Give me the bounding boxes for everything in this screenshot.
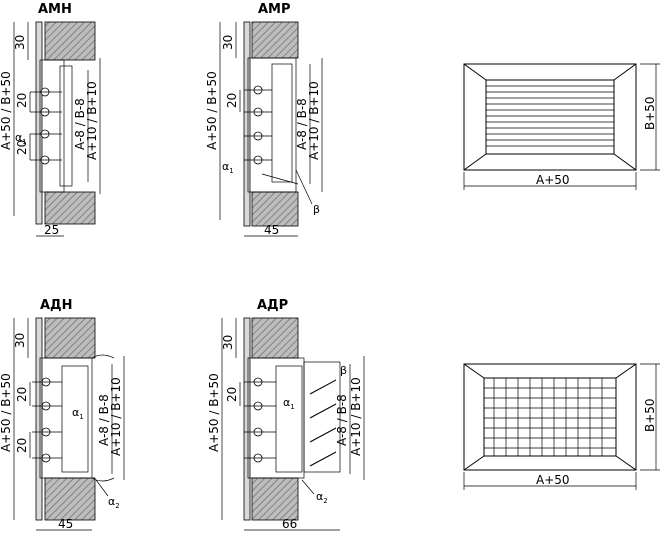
damper-plate — [271, 63, 293, 183]
blades — [244, 377, 276, 463]
wall-bottom — [44, 191, 96, 225]
dim-30: 30 — [13, 333, 27, 348]
frame-body — [39, 357, 93, 479]
dim-inner: A-8 / B-8 — [295, 98, 309, 150]
frame-flange — [35, 21, 43, 225]
wall-top — [251, 21, 299, 59]
title-amr: АМР — [258, 2, 291, 17]
beta-label: β — [340, 364, 347, 377]
dim-20b: 20 — [15, 438, 29, 453]
dim-inner: A-8 / B-8 — [335, 394, 349, 446]
dim-45: 45 — [58, 517, 73, 531]
inner-frame — [483, 377, 617, 457]
damper-plate — [275, 365, 303, 473]
damper-plate — [61, 365, 89, 473]
dim-20: 20 — [225, 387, 239, 402]
section-amr: АМР 30 A+50 / B+50 20 A-8 / B-8 A+10 / B… — [205, 2, 323, 237]
dim-mid: A+10 / B+10 — [349, 377, 363, 456]
alpha1-label: α1 — [283, 396, 295, 411]
damper-plate — [59, 65, 73, 187]
horizontal-slats — [486, 85, 614, 147]
dim-66: 66 — [282, 517, 297, 531]
alpha2-label: α2 — [316, 490, 328, 505]
frame-flange — [243, 317, 251, 521]
dim-b50: B+50 — [643, 398, 657, 432]
inner-frame — [485, 79, 615, 155]
dim-outer: A+50 / B+50 — [0, 373, 13, 452]
wall-top — [251, 317, 299, 359]
section-adn: АДН 30 A+50 / B+50 20 20 A-8 / B-8 A+10 … — [0, 298, 125, 531]
dim-20a: 20 — [15, 93, 29, 108]
frame-body — [247, 57, 297, 193]
wall-bottom — [251, 477, 299, 521]
wall-bottom — [44, 477, 96, 521]
rear-damper — [303, 361, 341, 473]
wall-bottom — [251, 191, 299, 227]
wall-top — [44, 317, 96, 359]
dim-mid: A+10 / B+10 — [85, 81, 99, 160]
blades — [32, 377, 62, 463]
outer-frame — [463, 63, 637, 171]
dim-30: 30 — [221, 335, 235, 350]
grid-slats — [484, 378, 616, 456]
dim-inner: A-8 / B-8 — [97, 394, 111, 446]
dim-30: 30 — [13, 35, 27, 50]
dim-mid: A+10 / B+10 — [307, 81, 321, 160]
front-view-double: A+50 B+50 — [463, 363, 660, 490]
dim-outer: A+50 / B+50 — [205, 71, 219, 150]
title-amn: АМН — [38, 2, 72, 17]
blades — [30, 87, 62, 165]
alpha2-label: α2 — [108, 495, 120, 510]
dim-30: 30 — [221, 35, 235, 50]
alpha1-label: α1 — [15, 131, 27, 146]
frame-flange — [243, 21, 251, 227]
outer-frame — [463, 363, 637, 471]
dim-mid: A+10 / B+10 — [109, 377, 123, 456]
dim-25: 25 — [44, 223, 59, 237]
dim-20a: 20 — [15, 387, 29, 402]
dim-a50: A+50 — [536, 473, 570, 487]
wall-top — [44, 21, 96, 61]
alpha1-label: α1 — [222, 160, 234, 175]
dim-inner: A-8 / B-8 — [73, 98, 87, 150]
beta-label: β — [313, 203, 320, 216]
frame-flange — [35, 317, 43, 521]
dim-20b: 20 — [15, 140, 29, 155]
frame-body — [39, 59, 65, 193]
blades — [244, 85, 272, 165]
front-view-single: A+50 B+50 — [463, 63, 660, 190]
dim-outer: A+50 / B+50 — [0, 71, 13, 150]
section-amn: АМН 30 A+50 / B+50 20 20 A-8 / B-8 A+10 … — [0, 2, 101, 237]
dim-20: 20 — [225, 93, 239, 108]
dim-outer: A+50 / B+50 — [207, 373, 221, 452]
rear-blades — [309, 379, 337, 467]
dim-b50: B+50 — [643, 96, 657, 130]
title-adr: АДР — [257, 298, 288, 313]
section-adr: АДР 30 A+50 / B+50 20 A-8 / B-8 A+10 / B… — [207, 298, 365, 531]
dim-a50: A+50 — [536, 173, 570, 187]
dim-45: 45 — [264, 223, 279, 237]
title-adn: АДН — [40, 298, 73, 313]
alpha1-label: α1 — [72, 406, 84, 421]
